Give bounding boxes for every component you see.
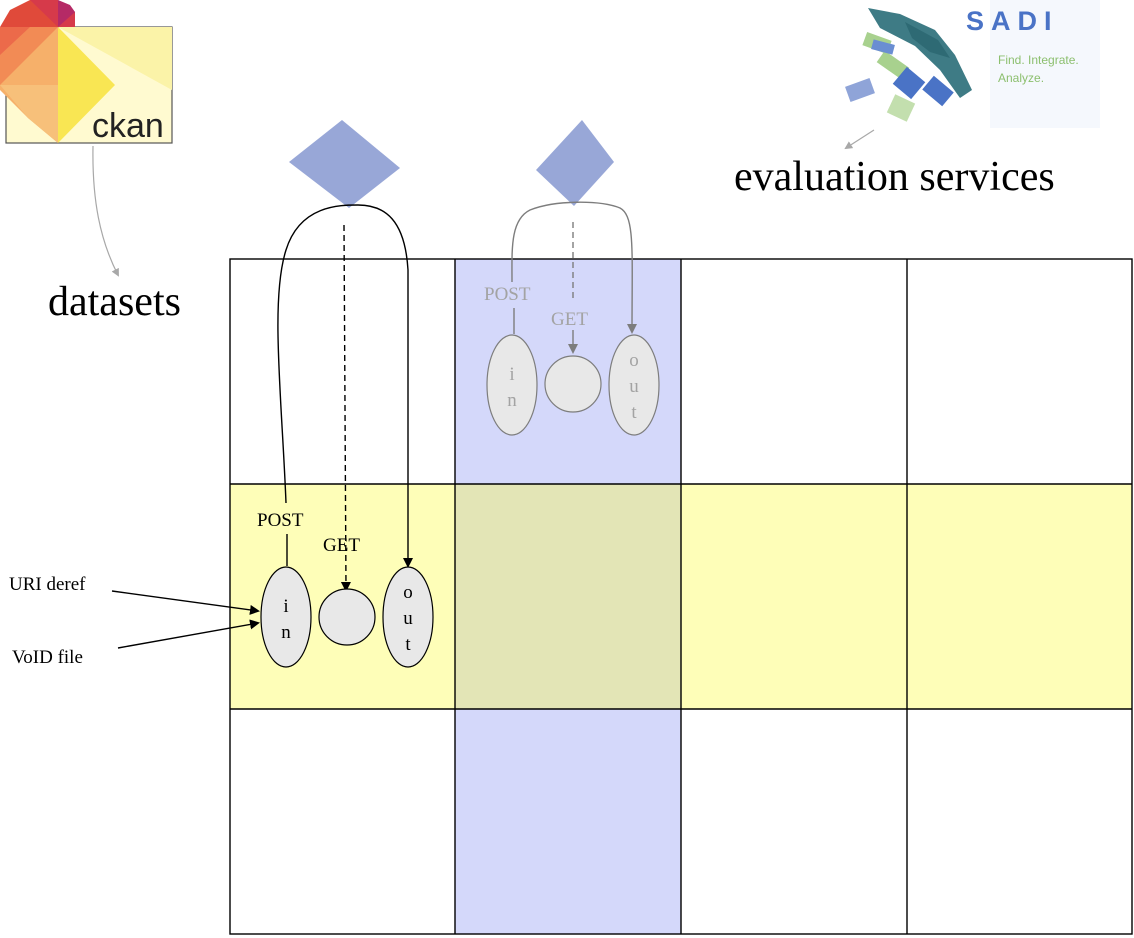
yellow-in-letter-1: i — [283, 596, 288, 617]
service-diamond-blue — [536, 120, 614, 206]
blue-out-letter-1: o — [629, 350, 639, 371]
yellow-out-letter-1: o — [403, 582, 413, 603]
blue-in-letter-2: n — [507, 390, 517, 411]
yellow-out-node — [382, 566, 434, 668]
blue-out-letter-2: u — [629, 376, 639, 397]
ckan-logo: ckan — [0, 0, 173, 145]
dataset-inputs: URI deref VoID file — [9, 574, 260, 668]
yellow-row-cell-4 — [907, 484, 1132, 709]
sadi-logo: SADI Find. Integrate. Analyze. — [845, 0, 1100, 128]
overlap-cell — [455, 484, 681, 709]
yellow-get-dashed — [340, 224, 351, 592]
blue-post-loop — [511, 201, 638, 334]
blue-get-label: GET — [551, 309, 588, 330]
yellow-out-letter-2: u — [403, 608, 413, 629]
uri-deref-arrow — [111, 590, 260, 615]
void-file-label: VoID file — [12, 647, 83, 668]
blue-get-node — [544, 355, 602, 413]
sadi-logo-name: SADI — [966, 6, 1059, 36]
ckan-logo-text: ckan — [92, 107, 164, 145]
evaluation-services-label: evaluation services — [734, 154, 1055, 200]
blue-column-bottom-cell — [455, 709, 681, 934]
blue-out-letter-3: t — [631, 402, 637, 423]
sadi-logo-tagline-1: Find. Integrate. — [998, 53, 1079, 67]
blue-in-letter-1: i — [509, 364, 514, 385]
void-file-arrow — [117, 619, 260, 649]
yellow-post-loop — [277, 204, 413, 568]
yellow-get-label: GET — [323, 535, 360, 556]
blue-out-node — [608, 334, 660, 436]
sadi-to-services-arrow — [844, 129, 875, 150]
yellow-service-flow: POST GET i n o u t — [257, 204, 434, 668]
uri-deref-label: URI deref — [9, 574, 86, 595]
ckan-to-datasets-arrow — [92, 145, 119, 277]
blue-post-label: POST — [484, 284, 531, 305]
grid — [229, 258, 1133, 935]
sadi-logo-tagline-2: Analyze. — [998, 71, 1044, 85]
yellow-post-label: POST — [257, 510, 304, 531]
blue-service-flow: POST GET i n o u t — [484, 201, 660, 436]
blue-in-node — [486, 334, 538, 436]
datasets-label: datasets — [48, 279, 181, 325]
service-diamond-yellow — [289, 120, 400, 208]
yellow-row-cell-3 — [681, 484, 907, 709]
yellow-in-letter-2: n — [281, 622, 291, 643]
yellow-in-node — [260, 566, 312, 668]
yellow-out-letter-3: t — [405, 634, 411, 655]
yellow-get-node — [318, 588, 376, 646]
